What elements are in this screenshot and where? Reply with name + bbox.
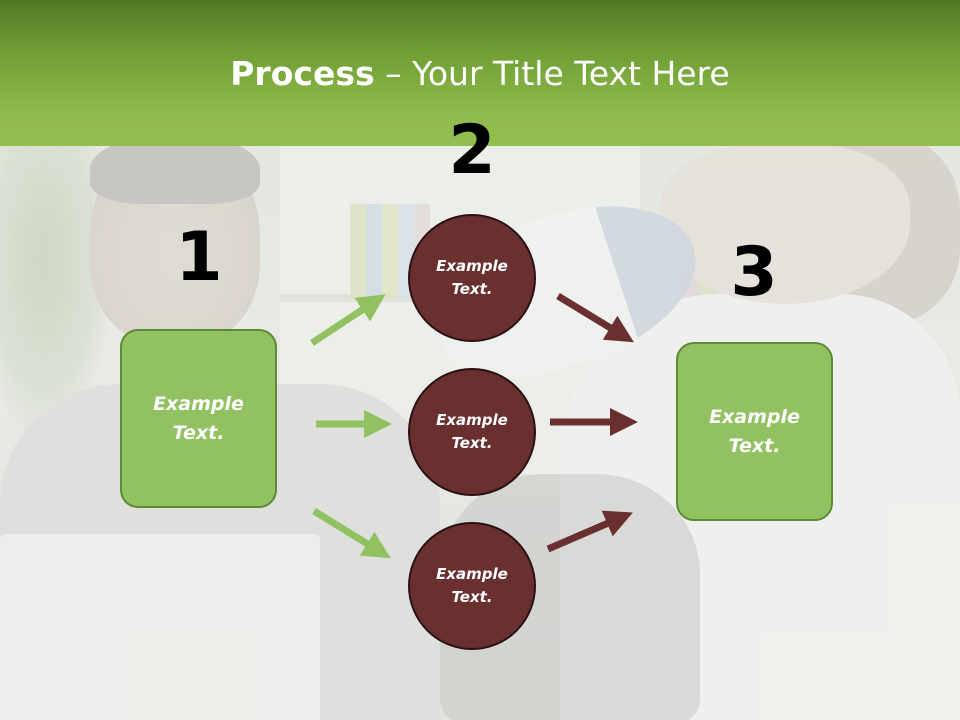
step-number-3: 3 xyxy=(730,233,778,312)
circle-text: Example Text. xyxy=(436,563,508,609)
circle-text: Example Text. xyxy=(436,409,508,455)
laptop-shape xyxy=(0,534,320,720)
title-band xyxy=(0,0,960,146)
step2-circle-top[interactable]: Example Text. xyxy=(408,214,536,342)
arrow-maroon-down xyxy=(556,293,634,343)
circle-line2: Text. xyxy=(451,280,493,298)
step1-line2: Text. xyxy=(172,421,225,444)
circle-line1: Example xyxy=(436,565,508,583)
step3-box[interactable]: Example Text. xyxy=(676,342,833,521)
step1-box-text: Example Text. xyxy=(153,390,244,448)
step3-line2: Text. xyxy=(728,434,781,457)
circle-line2: Text. xyxy=(451,588,493,606)
circle-line2: Text. xyxy=(451,434,493,452)
step-number-1: 1 xyxy=(175,218,223,297)
arrow-green-down xyxy=(312,508,391,559)
woman-head-shape xyxy=(660,144,910,304)
step1-box[interactable]: Example Text. xyxy=(120,329,277,508)
step-number-2: 2 xyxy=(448,111,496,190)
step1-line1: Example xyxy=(153,392,244,415)
title-dash: – xyxy=(374,54,413,93)
title-rest: Your Title Text Here xyxy=(412,54,730,93)
arrow-green-up xyxy=(310,294,386,346)
slide-title: Process – Your Title Text Here xyxy=(0,52,960,96)
circle-line1: Example xyxy=(436,257,508,275)
step3-box-text: Example Text. xyxy=(709,403,800,461)
title-bold: Process xyxy=(230,54,375,93)
step3-line1: Example xyxy=(709,405,800,428)
arrow-maroon-up xyxy=(546,510,633,553)
step2-circle-middle[interactable]: Example Text. xyxy=(408,368,536,496)
plant-shape xyxy=(0,144,110,434)
man-hair-shape xyxy=(90,144,260,204)
step2-circle-bottom[interactable]: Example Text. xyxy=(408,522,536,650)
circle-text: Example Text. xyxy=(436,255,508,301)
circle-line1: Example xyxy=(436,411,508,429)
